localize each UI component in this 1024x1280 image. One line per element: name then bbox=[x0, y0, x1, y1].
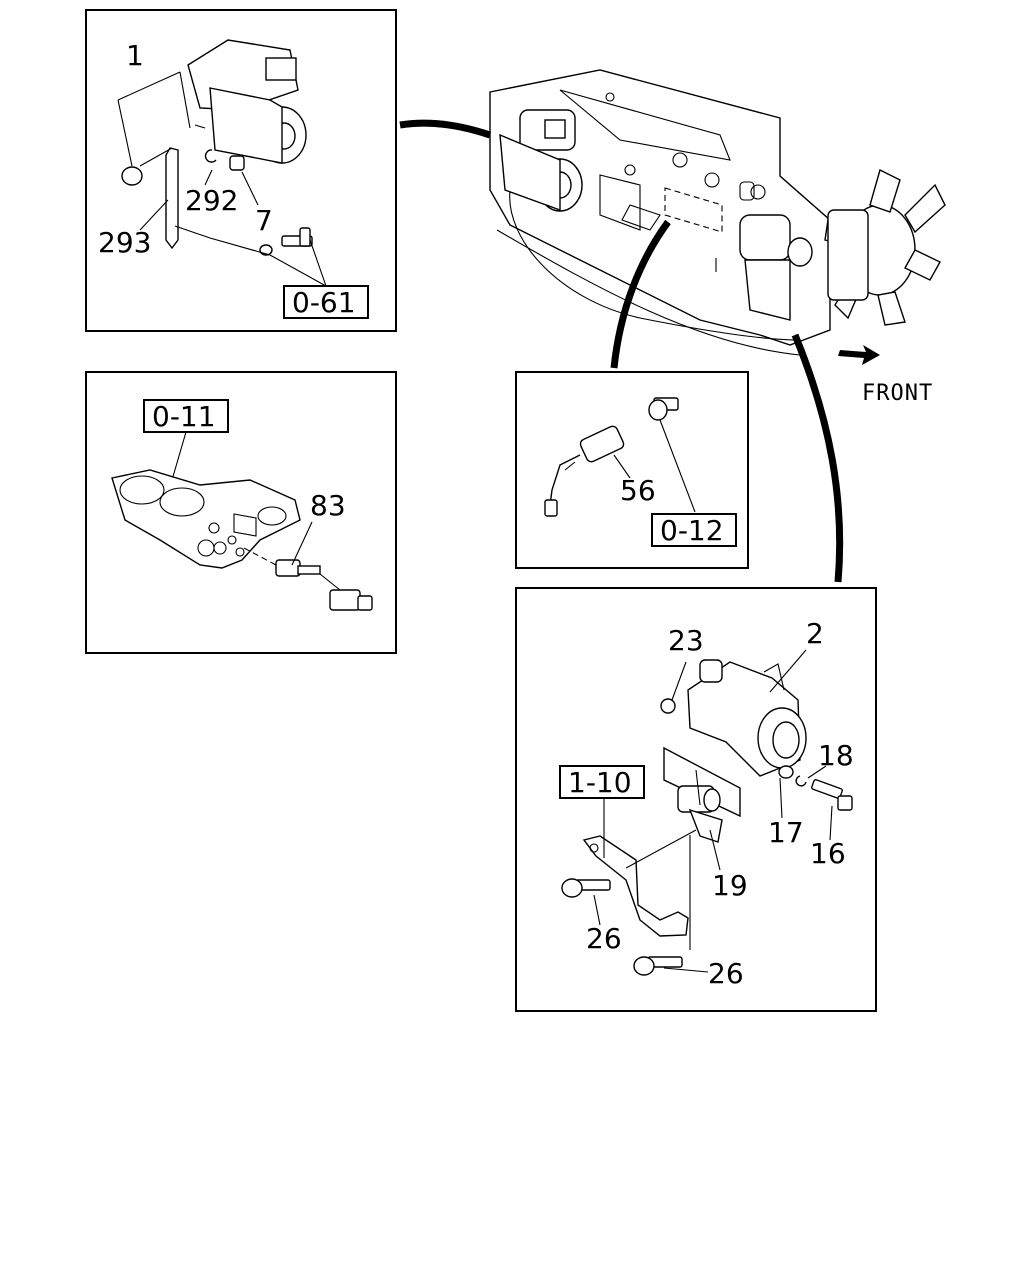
callout-292: 292 bbox=[185, 184, 238, 217]
ref-1-10-text: 1-10 bbox=[568, 766, 632, 799]
ref-box-1-10 bbox=[559, 765, 645, 799]
callout-1: 1 bbox=[126, 39, 144, 72]
engine-starter-motor bbox=[499, 109, 583, 212]
callout-7: 7 bbox=[255, 204, 273, 237]
front-label: FRONT bbox=[862, 381, 933, 406]
block-sensor-panel: 0-11 83 bbox=[85, 371, 397, 654]
engine-overview: FRONT bbox=[399, 69, 946, 583]
oil-switch-adapter bbox=[648, 397, 679, 421]
ref-0-61-text: 0-61 bbox=[292, 286, 356, 319]
starter-washer-292 bbox=[204, 149, 217, 163]
engine-alternator bbox=[739, 214, 813, 321]
starter-nut bbox=[121, 166, 143, 186]
alternator-clip-18 bbox=[795, 775, 807, 787]
starter-bracket-293 bbox=[165, 147, 179, 250]
callout-18: 18 bbox=[818, 739, 854, 772]
callout-19: 19 bbox=[712, 869, 748, 902]
oil-pressure-switch-56 bbox=[544, 425, 625, 517]
adjusting-plate-19 bbox=[663, 746, 741, 843]
callout-2: 2 bbox=[806, 617, 824, 650]
callout-83: 83 bbox=[310, 489, 346, 522]
temperature-sensor-83 bbox=[243, 547, 373, 611]
link-arrow-oil-switch bbox=[610, 219, 671, 369]
ref-box-0-12 bbox=[651, 513, 737, 547]
starter-bolt bbox=[281, 227, 313, 247]
alternator-2 bbox=[687, 659, 807, 777]
oil-switch-panel: 56 0-12 bbox=[515, 371, 749, 569]
alternator-panel: 1-10 23 2 18 17 16 19 26 26 bbox=[515, 587, 877, 1012]
starter-nut-7 bbox=[229, 155, 245, 171]
ref-0-12-text: 0-12 bbox=[660, 514, 724, 547]
link-arrow-starter bbox=[399, 119, 492, 139]
cylinder-block-section bbox=[111, 469, 301, 569]
callout-293: 293 bbox=[98, 226, 151, 259]
alternator-washer-17 bbox=[778, 765, 794, 779]
ref-box-0-61 bbox=[283, 285, 369, 319]
bracket-bolt-26a bbox=[561, 878, 611, 898]
callout-26-lower: 26 bbox=[708, 957, 744, 990]
starter-motor bbox=[187, 39, 307, 164]
bracket-bolt-26b bbox=[633, 956, 683, 976]
engine-cooling-fan bbox=[824, 168, 946, 326]
callout-56: 56 bbox=[620, 474, 656, 507]
link-arrow-alternator bbox=[791, 333, 844, 583]
alternator-bracket bbox=[582, 835, 689, 937]
callout-26-bracket: 26 bbox=[586, 922, 622, 955]
callout-17: 17 bbox=[768, 816, 804, 849]
starter-panel: 1 292 7 293 0-61 bbox=[85, 9, 397, 332]
ref-0-11-text: 0-11 bbox=[152, 400, 216, 433]
front-arrow bbox=[838, 345, 880, 365]
alternator-nut-23 bbox=[660, 698, 676, 714]
alternator-bolt-16 bbox=[811, 779, 853, 811]
callout-16: 16 bbox=[810, 837, 846, 870]
callout-23: 23 bbox=[668, 624, 704, 657]
